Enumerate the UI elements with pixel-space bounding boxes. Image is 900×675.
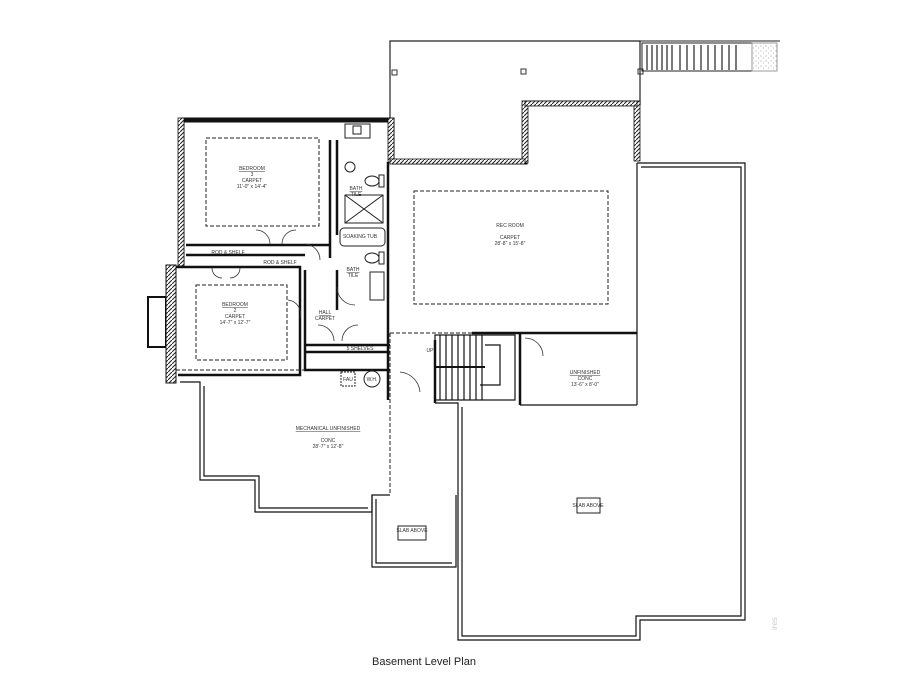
carpet-boundaries — [176, 137, 609, 495]
svg-text:UP: UP — [427, 348, 435, 354]
mechanical-perimeter — [180, 381, 457, 568]
svg-text:CARPET: CARPET — [315, 316, 335, 322]
hatched-wall-segments — [177, 100, 641, 267]
svg-text:BATH: BATH — [347, 267, 360, 273]
svg-text:SLAB ABOVE: SLAB ABOVE — [396, 528, 428, 534]
svg-text:ROD & SHELF: ROD & SHELF — [211, 250, 244, 256]
interior-walls — [176, 140, 637, 405]
svg-text:W.H.: W.H. — [367, 377, 378, 383]
svg-text:28'-7" x 12'-8": 28'-7" x 12'-8" — [313, 444, 344, 450]
exterior-stairs — [641, 42, 778, 72]
wall-left — [165, 264, 177, 384]
watermark: ires — [770, 617, 779, 630]
svg-text:HALL: HALL — [319, 310, 332, 316]
bath-fixtures — [339, 123, 386, 301]
svg-text:CARPET: CARPET — [500, 235, 520, 241]
svg-text:CONC: CONC — [321, 438, 336, 444]
svg-text:CONC: CONC — [578, 376, 593, 382]
mechanical-equipment — [340, 370, 381, 388]
svg-text:BATH: BATH — [350, 186, 363, 192]
svg-text:CARPET: CARPET — [225, 314, 245, 320]
garage-perimeter — [435, 162, 746, 641]
svg-text:2: 2 — [234, 308, 237, 314]
door-swings — [211, 229, 544, 393]
svg-text:14'-7" x 12'-7": 14'-7" x 12'-7" — [220, 320, 251, 326]
svg-text:SOAKING TUB: SOAKING TUB — [343, 234, 378, 240]
plan-title: Basement Level Plan — [372, 656, 476, 668]
svg-text:3: 3 — [251, 172, 254, 178]
svg-text:11'-0" x 14'-4": 11'-0" x 14'-4" — [237, 184, 268, 190]
interior-stairs — [434, 334, 516, 401]
svg-text:FAU: FAU — [343, 377, 353, 383]
svg-text:UNFINISHED: UNFINISHED — [570, 370, 601, 376]
svg-text:BEDROOM: BEDROOM — [222, 302, 248, 308]
svg-text:BEDROOM: BEDROOM — [239, 166, 265, 172]
svg-text:TILE: TILE — [351, 192, 362, 198]
window-well — [147, 296, 167, 348]
svg-text:SLAB ABOVE: SLAB ABOVE — [572, 503, 604, 509]
slab-above-tag — [397, 525, 427, 541]
svg-text:ROD & SHELF: ROD & SHELF — [263, 260, 296, 266]
svg-text:28'-8" x 15'-8": 28'-8" x 15'-8" — [495, 241, 526, 247]
svg-text:13'-6" x 8'-0": 13'-6" x 8'-0" — [571, 382, 599, 388]
svg-text:CARPET: CARPET — [242, 178, 262, 184]
svg-text:MECHANICAL UNFINISHED: MECHANICAL UNFINISHED — [296, 426, 361, 432]
svg-text:REC ROOM: REC ROOM — [496, 223, 524, 229]
svg-text:TILE: TILE — [348, 273, 359, 279]
room-labels: BEDROOM 3 CARPET 11'-0" x 14'-4" BATH TI… — [211, 166, 604, 534]
slab-above-tag — [576, 497, 601, 514]
svg-text:5 SHELVES: 5 SHELVES — [347, 346, 375, 352]
